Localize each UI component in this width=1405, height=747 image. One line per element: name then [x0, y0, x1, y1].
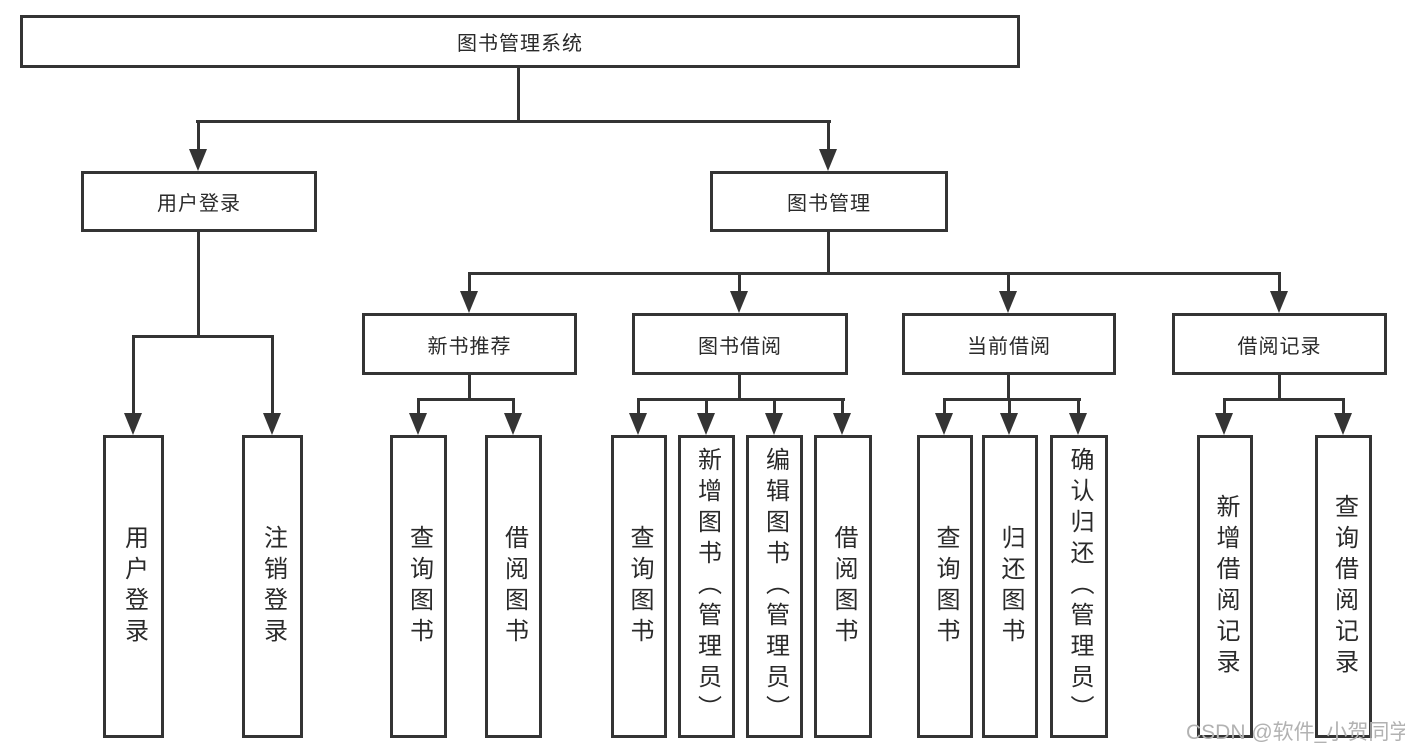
connector-line: [417, 398, 420, 415]
arrow-down-icon: [833, 413, 851, 435]
leaf-query-books-recommend: 查询图书: [390, 435, 447, 738]
node-borrowing-records: 借阅记录: [1172, 313, 1387, 375]
arrow-down-icon: [263, 413, 281, 435]
connector-line: [468, 272, 1281, 275]
node-book-management: 图书管理: [710, 171, 948, 232]
connector-line: [1223, 398, 1226, 415]
connector-line: [827, 232, 830, 275]
node-book-borrowing: 图书借阅: [632, 313, 848, 375]
connector-line: [1342, 398, 1345, 415]
node-label: 查询图书: [405, 524, 433, 649]
leaf-edit-book-admin: 编辑图书（管理员）: [746, 435, 803, 738]
arrow-down-icon: [1069, 413, 1087, 435]
leaf-return-books: 归还图书: [982, 435, 1038, 738]
arrow-down-icon: [765, 413, 783, 435]
node-library-system: 图书管理系统: [20, 15, 1020, 68]
arrow-down-icon: [1215, 413, 1233, 435]
leaf-add-book-admin: 新增图书（管理员）: [678, 435, 735, 738]
connector-line: [1007, 375, 1010, 399]
node-label: 编辑图书（管理员）: [761, 447, 789, 726]
arrow-down-icon: [730, 291, 748, 313]
connector-line: [468, 272, 471, 293]
leaf-add-borrow-record: 新增借阅记录: [1197, 435, 1253, 738]
connector-line: [773, 398, 776, 415]
connector-line: [417, 398, 515, 401]
connector-line: [271, 335, 274, 415]
node-label: 查询借阅记录: [1330, 493, 1358, 680]
connector-line: [132, 335, 274, 338]
arrow-down-icon: [124, 413, 142, 435]
connector-line: [827, 120, 830, 151]
node-label: 新书推荐: [427, 335, 512, 358]
leaf-query-books-current: 查询图书: [917, 435, 973, 738]
arrow-down-icon: [697, 413, 715, 435]
node-label: 新增借阅记录: [1212, 493, 1239, 680]
node-label: 查询图书: [932, 524, 959, 649]
leaf-borrow-books-recommend: 借阅图书: [485, 435, 542, 738]
connector-line: [1008, 398, 1011, 415]
arrow-down-icon: [460, 291, 478, 313]
connector-line: [637, 398, 640, 415]
connector-line: [637, 398, 845, 401]
connector-line: [1223, 398, 1345, 401]
arrow-down-icon: [1270, 291, 1288, 313]
arrow-down-icon: [999, 291, 1017, 313]
node-user-login: 用户登录: [81, 171, 317, 232]
node-current-borrowing: 当前借阅: [902, 313, 1116, 375]
leaf-logout: 注销登录: [242, 435, 303, 738]
node-label: 查询图书: [626, 524, 653, 649]
node-label: 归还图书: [997, 524, 1024, 649]
node-label: 借阅图书: [500, 524, 528, 649]
connector-line: [197, 120, 200, 151]
arrow-down-icon: [189, 149, 207, 171]
connector-line: [841, 398, 844, 415]
connector-line: [738, 272, 741, 293]
node-label: 用户登录: [120, 524, 148, 649]
leaf-query-books-borrowing: 查询图书: [611, 435, 667, 738]
arrow-down-icon: [1334, 413, 1352, 435]
connector-line: [705, 398, 708, 415]
node-label: 注销登录: [259, 524, 287, 649]
node-label: 图书借阅: [698, 335, 782, 358]
arrow-down-icon: [935, 413, 953, 435]
node-label: 图书管理: [787, 193, 871, 215]
connector-line: [468, 375, 471, 399]
leaf-user-login: 用户登录: [103, 435, 164, 738]
connector-line: [512, 398, 515, 415]
watermark: CSDN @软件_小贺同学: [1186, 721, 1405, 744]
node-label: 借阅记录: [1237, 335, 1322, 358]
arrow-down-icon: [409, 413, 427, 435]
connector-line: [943, 398, 1081, 401]
node-label: 确认归还（管理员）: [1066, 447, 1093, 726]
arrow-down-icon: [504, 413, 522, 435]
connector-line: [738, 375, 741, 399]
node-label: 新增图书（管理员）: [693, 447, 721, 726]
node-label: 用户登录: [157, 193, 241, 215]
node-label: 图书管理系统: [457, 33, 583, 55]
connector-line: [1077, 398, 1080, 415]
connector-line: [1007, 272, 1010, 293]
leaf-borrow-books-borrowing: 借阅图书: [814, 435, 872, 738]
arrow-down-icon: [1000, 413, 1018, 435]
connector-line: [196, 120, 831, 123]
connector-line: [197, 232, 200, 336]
node-label: 借阅图书: [830, 524, 857, 649]
arrow-down-icon: [819, 149, 837, 171]
connector-line: [517, 68, 520, 122]
connector-line: [1278, 272, 1281, 293]
arrow-down-icon: [629, 413, 647, 435]
node-new-book-recommend: 新书推荐: [362, 313, 577, 375]
connector-line: [943, 398, 946, 415]
connector-line: [132, 335, 135, 415]
leaf-query-borrow-record: 查询借阅记录: [1315, 435, 1372, 738]
node-label: 当前借阅: [967, 335, 1051, 358]
connector-line: [1278, 375, 1281, 399]
leaf-confirm-return-admin: 确认归还（管理员）: [1050, 435, 1108, 738]
